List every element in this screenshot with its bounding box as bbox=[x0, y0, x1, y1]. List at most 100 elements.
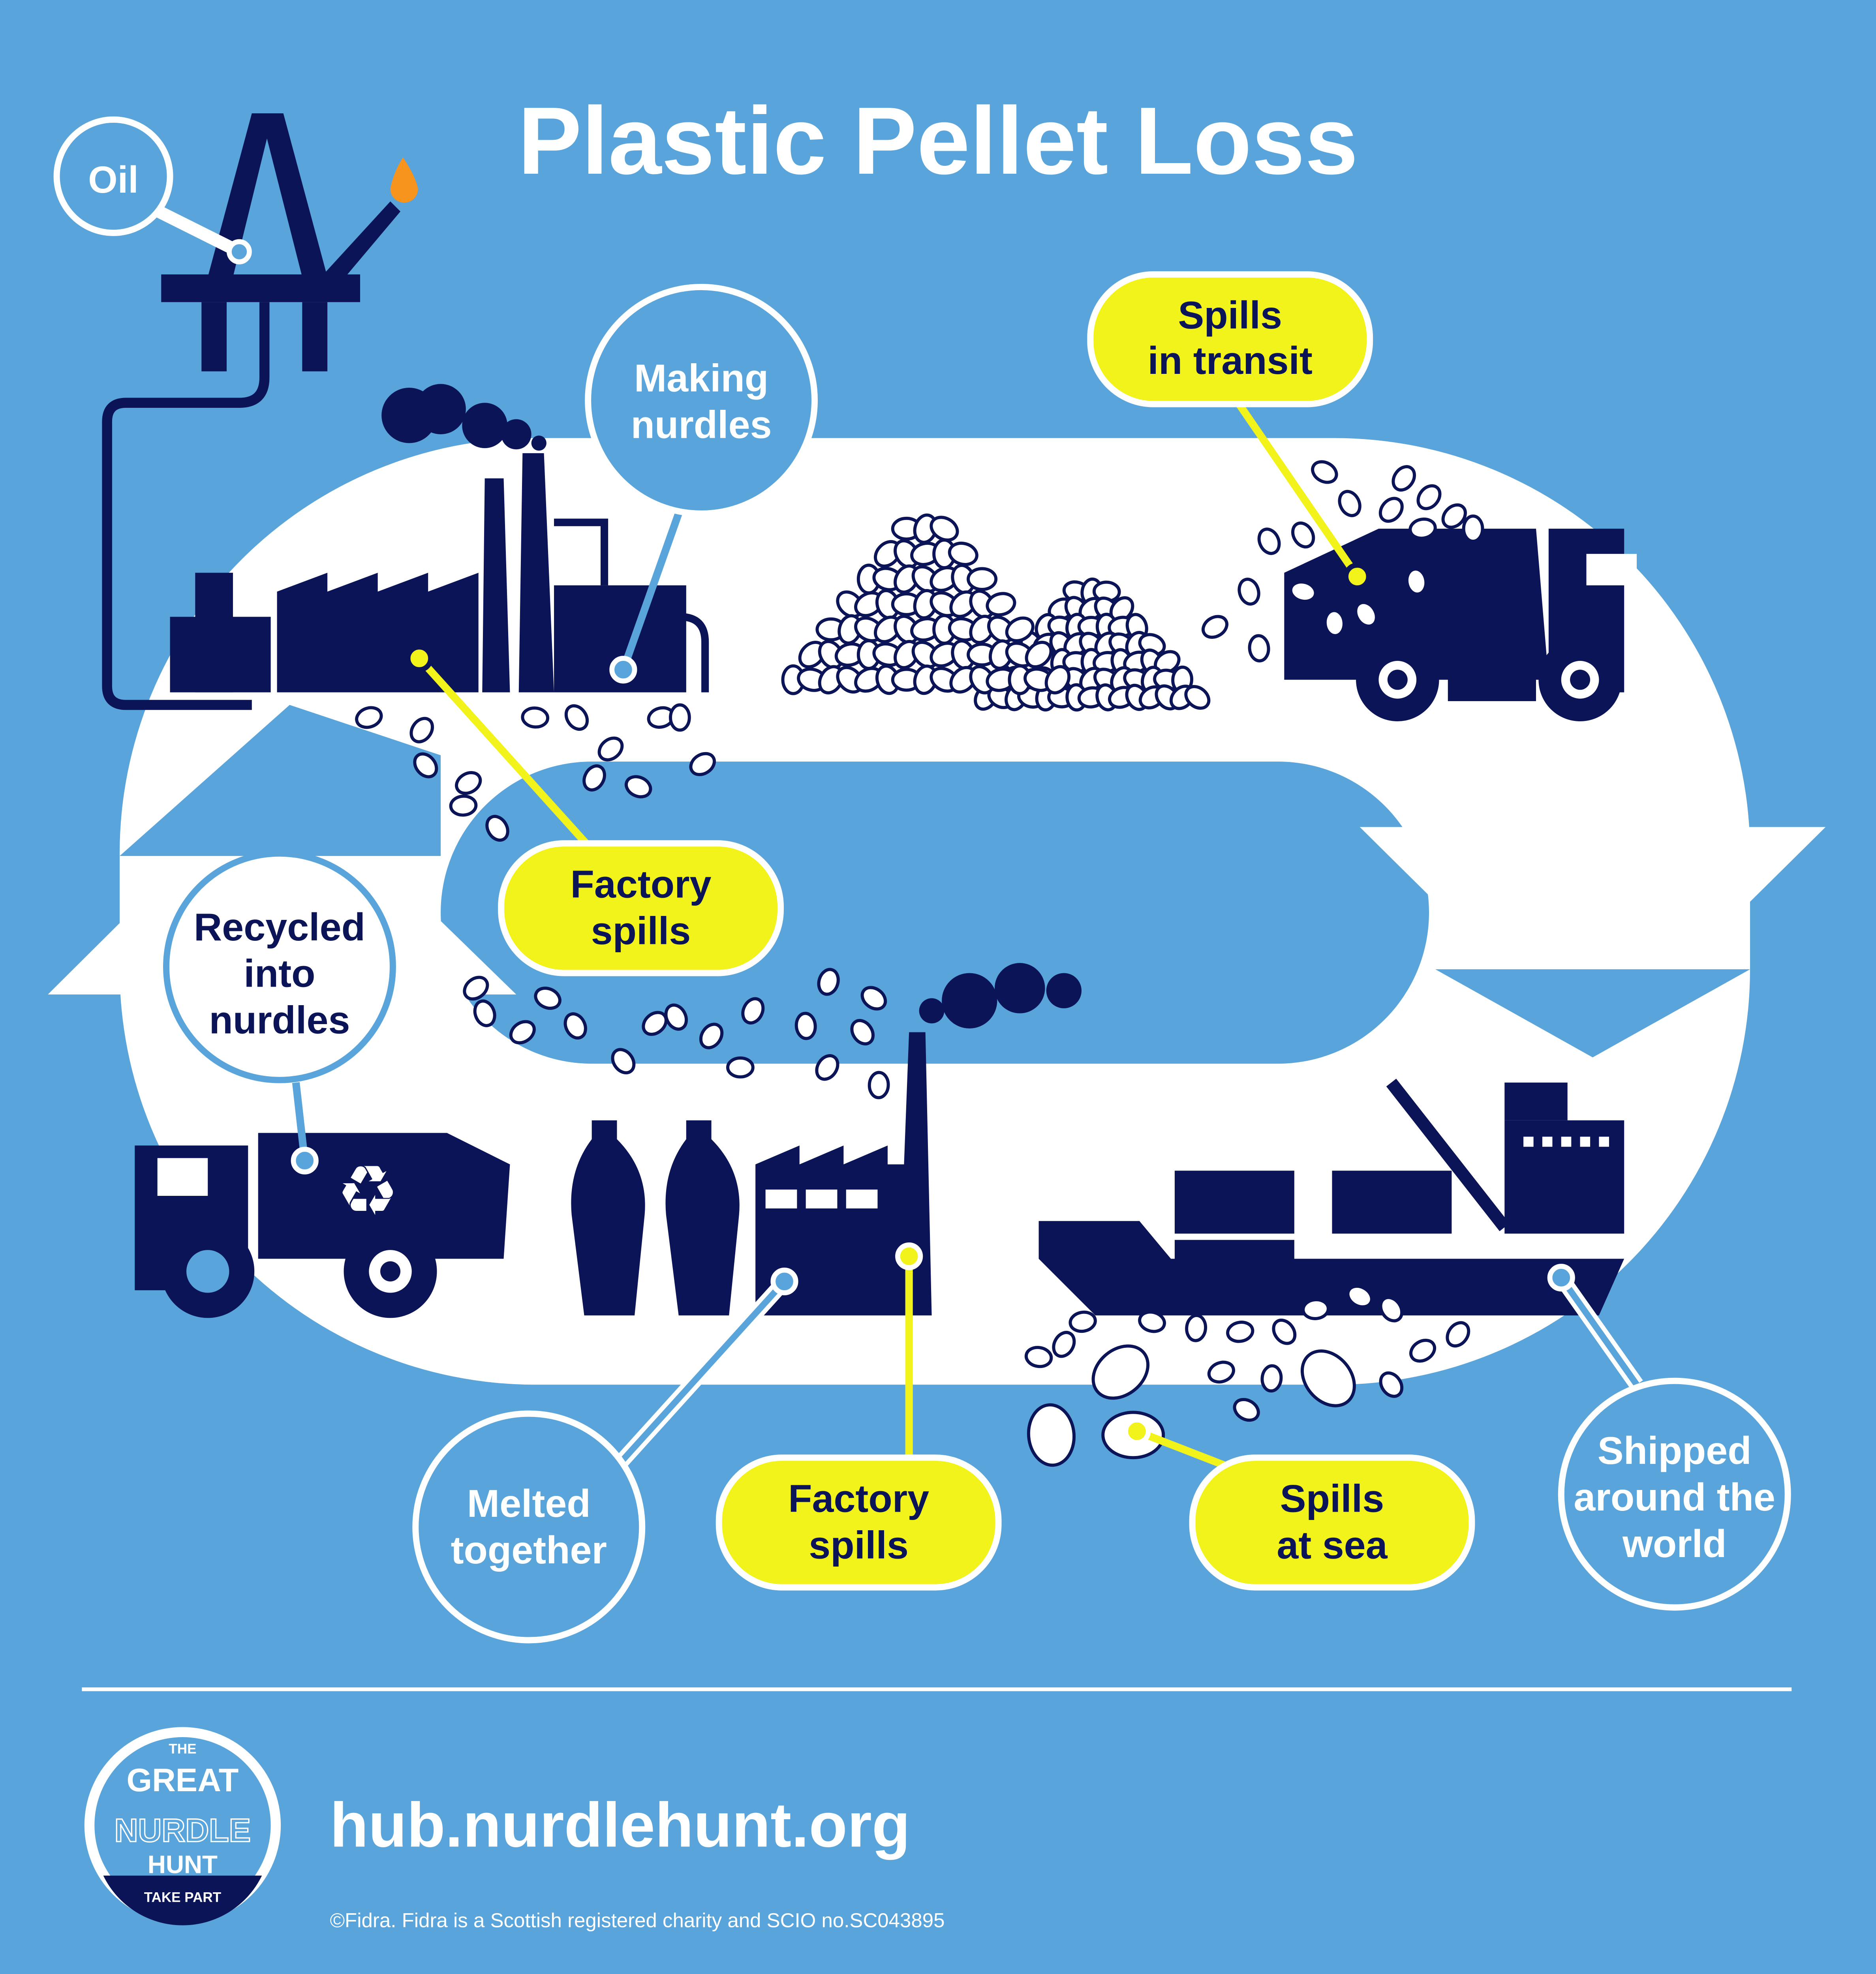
label-melted-together: Melted together bbox=[412, 1410, 646, 1644]
nurdle-icon bbox=[1027, 1403, 1076, 1467]
logo-text: HUNT bbox=[148, 1850, 218, 1878]
bottles-icon bbox=[571, 1120, 740, 1315]
nurdle-icon bbox=[1052, 1331, 1076, 1358]
nurdle-icon bbox=[1260, 1364, 1283, 1393]
recycle-icon: ♻ bbox=[337, 1151, 399, 1231]
nurdle-icon bbox=[1025, 640, 1053, 668]
nurdle-icon bbox=[463, 976, 489, 1001]
label-line: at sea bbox=[1277, 1523, 1388, 1567]
nurdle-icon bbox=[624, 775, 652, 799]
nurdle-icon bbox=[597, 736, 624, 762]
nurdle-icon bbox=[930, 516, 959, 542]
nurdle-icon bbox=[473, 999, 496, 1027]
nurdle-icon bbox=[582, 764, 606, 792]
nurdle-icon bbox=[455, 771, 482, 795]
nurdle-icon bbox=[1462, 514, 1484, 543]
nurdle-icon bbox=[726, 1056, 755, 1079]
nurdle-icon bbox=[741, 997, 765, 1025]
label-making-nurdles: Making nurdles bbox=[585, 283, 818, 517]
label-line: spills bbox=[809, 1523, 909, 1567]
nurdle-icon bbox=[1289, 580, 1317, 603]
nurdle-icon bbox=[1379, 1296, 1404, 1323]
oil-pin bbox=[227, 239, 252, 265]
label-spills-in-transit: Spills in transit bbox=[1087, 271, 1373, 407]
nurdle-icon bbox=[1408, 517, 1437, 540]
nurdle-icon bbox=[642, 1011, 668, 1036]
nurdle-icon bbox=[1446, 1321, 1470, 1348]
label-line: Recycled bbox=[194, 905, 365, 949]
label-spills-at-sea: Spills at sea bbox=[1189, 1454, 1475, 1591]
nurdle-icon bbox=[1233, 1398, 1260, 1422]
nurdle-icon bbox=[699, 1023, 724, 1049]
nurdle-icon bbox=[1378, 497, 1404, 523]
label-line: Making bbox=[634, 357, 768, 400]
nurdle-icon bbox=[815, 1054, 839, 1081]
page-title: Plastic Pellet Loss bbox=[518, 88, 1358, 194]
nurdle-icon bbox=[1024, 1345, 1053, 1368]
factory-icon-2 bbox=[755, 963, 1082, 1315]
label-recycled-into-nurdles: Recycled into nurdles bbox=[163, 850, 396, 1083]
nurdle-icon bbox=[563, 1012, 587, 1040]
logo-text: TAKE PART bbox=[144, 1890, 222, 1905]
nurdle-icon bbox=[564, 704, 589, 731]
label-line: world bbox=[1622, 1522, 1727, 1565]
nurdle-icon bbox=[1392, 465, 1416, 492]
label-line: Melted bbox=[467, 1482, 591, 1525]
nurdle-icon bbox=[409, 717, 434, 743]
nurdle-icon bbox=[1207, 1360, 1235, 1384]
cargo-ship-icon bbox=[1038, 1079, 1624, 1315]
nurdle-icon bbox=[967, 567, 998, 591]
label-line: Factory bbox=[571, 862, 712, 906]
label-line: together bbox=[451, 1528, 607, 1572]
connector-lines bbox=[292, 394, 1643, 1472]
nurdle-icon bbox=[1272, 1318, 1297, 1345]
label-line: nurdles bbox=[209, 998, 350, 1042]
label-line: Spills bbox=[1280, 1477, 1384, 1520]
nurdle-icon bbox=[1338, 490, 1361, 517]
nurdle-icon bbox=[1405, 567, 1428, 596]
nurdle-icon bbox=[1379, 1371, 1404, 1398]
logo-text: NURDLE bbox=[115, 1812, 251, 1849]
label-line: Factory bbox=[788, 1477, 929, 1520]
nurdle-icon bbox=[449, 794, 478, 817]
oil-label-circle bbox=[53, 116, 173, 236]
nurdle-pellets bbox=[355, 460, 1484, 1467]
copyright-text: ©Fidra. Fidra is a Scottish registered c… bbox=[330, 1909, 945, 1931]
nurdle-icon bbox=[1409, 1338, 1437, 1363]
nurdle-icon bbox=[1291, 522, 1315, 549]
label-factory-spills-2: Factory spills bbox=[715, 1454, 1002, 1591]
nurdle-icon bbox=[860, 986, 887, 1011]
label-line: around the bbox=[1574, 1475, 1775, 1519]
label-line: in transit bbox=[1148, 339, 1313, 382]
nurdle-icon bbox=[1185, 1313, 1207, 1342]
recycling-truck-icon: ♻ bbox=[135, 1133, 510, 1318]
nurdle-icon bbox=[1184, 685, 1211, 710]
label-shipped-around-the-world: Shipped around the world bbox=[1558, 1377, 1791, 1611]
nurdle-icon bbox=[611, 1048, 636, 1075]
arrowhead-down bbox=[1360, 827, 1826, 1058]
nurdle-icon bbox=[1069, 1310, 1097, 1333]
nurdle-icon bbox=[868, 1071, 890, 1100]
oil-connector bbox=[148, 202, 242, 257]
label-line: spills bbox=[591, 909, 691, 952]
nurdle-icon bbox=[1138, 1310, 1166, 1333]
nurdle-icon bbox=[521, 706, 550, 729]
website-link[interactable]: hub.nurdlehunt.org bbox=[330, 1790, 910, 1860]
nurdle-icon bbox=[485, 815, 509, 842]
nurdle-icon bbox=[1257, 527, 1281, 555]
nurdle-icon bbox=[664, 1003, 688, 1031]
oil-rig-icon bbox=[102, 113, 418, 710]
nurdle-icon bbox=[669, 703, 691, 732]
nurdle-icon bbox=[1226, 1321, 1254, 1343]
nurdle-icon bbox=[1005, 616, 1035, 642]
nurdle-icon bbox=[509, 1020, 536, 1045]
great-nurdle-hunt-logo[interactable]: THE GREAT NURDLE HUNT TAKE PART bbox=[84, 1727, 281, 1925]
nurdle-icon bbox=[689, 752, 716, 776]
nurdle-icon bbox=[1354, 600, 1378, 628]
nurdle-icon bbox=[1238, 578, 1260, 606]
flame-icon bbox=[390, 157, 418, 203]
nurdle-icon bbox=[1416, 484, 1442, 510]
nurdle-icon bbox=[534, 987, 561, 1010]
